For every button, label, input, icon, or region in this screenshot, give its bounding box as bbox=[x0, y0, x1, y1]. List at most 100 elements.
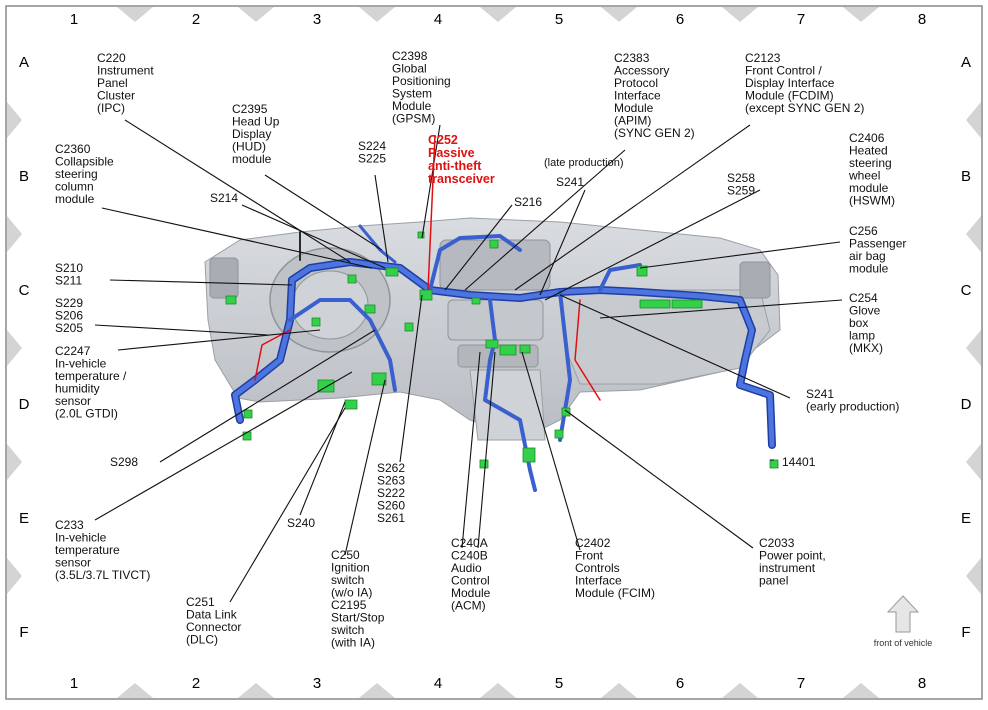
connector-block bbox=[519, 344, 531, 354]
row-label: D bbox=[19, 396, 30, 413]
callout-line: humidity bbox=[55, 382, 100, 396]
callout-line: (with IA) bbox=[331, 636, 375, 650]
col-label: 3 bbox=[313, 675, 321, 692]
callout-line: S216 bbox=[514, 195, 542, 209]
col-label: 7 bbox=[797, 11, 805, 28]
leader-line bbox=[94, 371, 353, 521]
callout-s216: S216 bbox=[514, 195, 542, 209]
callout-line: (3.5L/3.7L TIVCT) bbox=[55, 568, 150, 582]
connector-block bbox=[561, 407, 571, 417]
callout-line: (APIM) bbox=[614, 114, 651, 128]
callout-line: anti-theft bbox=[428, 159, 482, 173]
leader-line bbox=[94, 324, 269, 336]
callout-line: (ACM) bbox=[451, 599, 486, 613]
callout-line: Connector bbox=[186, 620, 241, 634]
row-label: E bbox=[19, 510, 29, 527]
col-label: 5 bbox=[555, 675, 563, 692]
callout-line: S262 bbox=[377, 461, 405, 475]
leader-line bbox=[421, 124, 441, 239]
callout-line: (IPC) bbox=[97, 101, 125, 115]
callout-line: Power point, bbox=[759, 549, 826, 563]
callout-line: Start/Stop bbox=[331, 611, 385, 625]
airbag-branch bbox=[598, 263, 642, 292]
grid-triangle-top bbox=[359, 7, 395, 22]
callout-line: Ignition bbox=[331, 561, 370, 575]
grid-triangle-top bbox=[843, 7, 879, 22]
callout-s214: S214 bbox=[210, 191, 238, 205]
connector-block bbox=[671, 299, 703, 309]
callout-line: Data Link bbox=[186, 608, 238, 622]
callout-line: (GPSM) bbox=[392, 112, 435, 126]
leader-lines bbox=[94, 119, 843, 603]
row-label: F bbox=[19, 624, 28, 641]
grid-triangle-right bbox=[966, 216, 981, 252]
callout-line: Interface bbox=[575, 574, 622, 588]
callout-line: S206 bbox=[55, 309, 83, 323]
connector-block bbox=[404, 322, 414, 332]
leader-line bbox=[374, 174, 389, 263]
leader-line bbox=[559, 294, 791, 399]
callout-line: C2398 bbox=[392, 49, 428, 63]
callout-line: sensor bbox=[55, 394, 91, 408]
connector-block bbox=[242, 431, 252, 441]
connector-block bbox=[769, 459, 779, 469]
callout-line: In-vehicle bbox=[55, 531, 107, 545]
connector-block bbox=[636, 265, 648, 277]
left-vent bbox=[209, 257, 239, 299]
callout-line: (SYNC GEN 2) bbox=[614, 126, 695, 140]
row-label: B bbox=[19, 168, 29, 185]
callout-line: (HUD) bbox=[232, 140, 266, 154]
connector-block bbox=[554, 429, 564, 439]
row-label: A bbox=[19, 54, 29, 71]
row-label: C bbox=[961, 282, 972, 299]
callout-line: C2360 bbox=[55, 142, 91, 156]
connector-block bbox=[499, 344, 517, 356]
connector-block bbox=[344, 399, 358, 410]
callout-line: C240B bbox=[451, 549, 488, 563]
grid-triangle-bottom bbox=[843, 683, 879, 698]
callout-s241a: S241 bbox=[556, 175, 584, 189]
leader-line bbox=[344, 379, 386, 556]
front-of-vehicle-indicator: front of vehicle bbox=[874, 595, 932, 648]
callout-line: S263 bbox=[377, 474, 405, 488]
callout-line: (late production) bbox=[544, 157, 624, 169]
main-harness bbox=[232, 259, 775, 448]
callout-line: Collapsible bbox=[55, 155, 114, 169]
grid-column-labels-top: 1 2 3 4 5 6 7 8 bbox=[70, 11, 926, 28]
connector-block bbox=[371, 372, 387, 386]
wiring-harness bbox=[231, 224, 776, 492]
leader-line bbox=[544, 189, 761, 301]
grid-triangle-top bbox=[722, 7, 758, 22]
callout-line: S259 bbox=[727, 184, 755, 198]
callout-line: switch bbox=[331, 573, 364, 587]
callout-line: C2402 bbox=[575, 536, 611, 550]
connector-block bbox=[243, 409, 253, 419]
callout-line: S261 bbox=[377, 511, 405, 525]
callout-line: S298 bbox=[110, 455, 138, 469]
callout-line: Protocol bbox=[614, 76, 658, 90]
callout-c14401: 14401 bbox=[782, 455, 816, 469]
callout-line: C2123 bbox=[745, 51, 781, 65]
col-label: 8 bbox=[918, 675, 926, 692]
connector-block bbox=[419, 289, 433, 301]
callout-line: steering bbox=[849, 156, 892, 170]
connector-block bbox=[489, 239, 499, 249]
col-label: 3 bbox=[313, 11, 321, 28]
callout-line: Accessory bbox=[614, 64, 669, 78]
connector-block bbox=[311, 317, 321, 327]
hud-branch bbox=[358, 224, 397, 264]
callout-line: Positioning bbox=[392, 74, 451, 88]
leader-line bbox=[639, 241, 841, 269]
callout-line: C233 bbox=[55, 518, 84, 532]
connector-block bbox=[479, 459, 489, 469]
callout-s241b: S241(early production) bbox=[806, 387, 899, 414]
callout-line: Passive bbox=[428, 146, 475, 160]
callout-line: Controls bbox=[575, 561, 620, 575]
callout-line: column bbox=[55, 180, 94, 194]
